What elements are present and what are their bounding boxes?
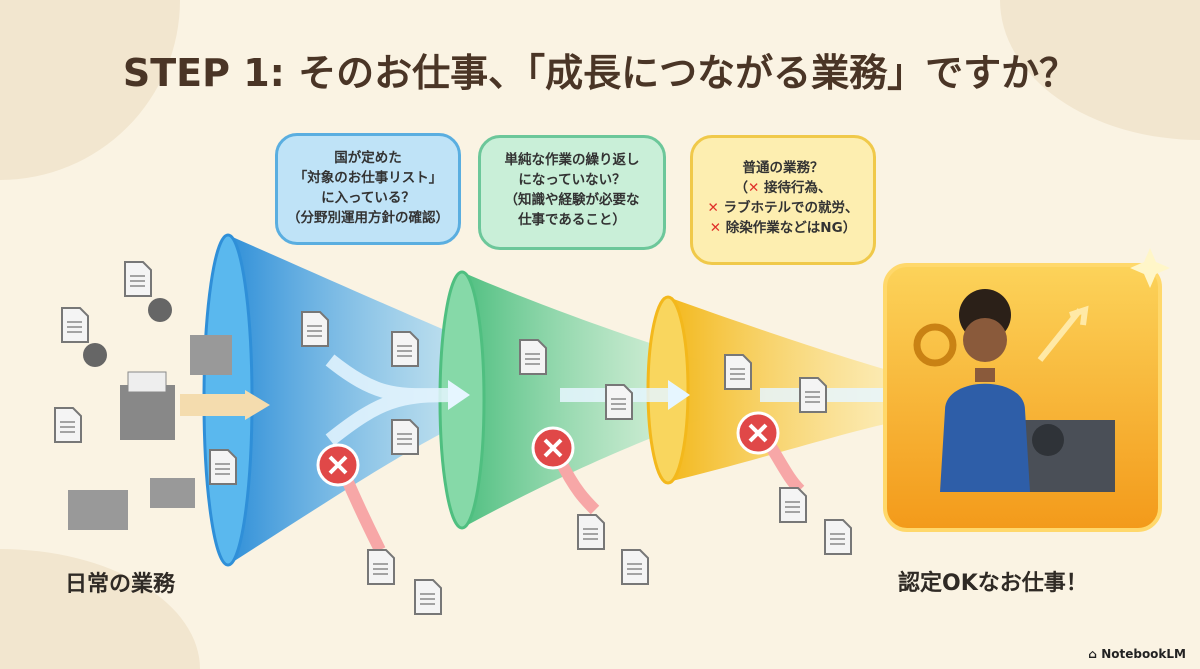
bubble-text: （分野別運用方針の確認） bbox=[287, 210, 449, 226]
output-label: 認定OKなお仕事！ bbox=[898, 571, 1088, 596]
bubble-text: 普通の業務？ bbox=[742, 160, 824, 176]
bubble-text: 「対象のお仕事リスト」 bbox=[293, 170, 443, 186]
criteria-bubble-2: 単純な作業の繰り返しになっていない？ （知識や経験が必要な仕事であること） bbox=[478, 135, 666, 250]
bubble-text: 仕事であること） bbox=[518, 212, 626, 228]
page-title: STEP 1: そのお仕事、「成長につながる業務」ですか？ bbox=[122, 51, 1078, 95]
criteria-bubble-1: 国が定めた「対象のお仕事リスト」に入っている？ （分野別運用方針の確認） bbox=[275, 133, 461, 245]
brand-text: NotebookLM bbox=[1101, 647, 1186, 661]
document-icons bbox=[54, 261, 852, 615]
bubble-text: に入っている？ bbox=[321, 190, 415, 206]
bubble-text: 単純な作業の繰り返し bbox=[504, 152, 640, 168]
input-label: 日常の業務 bbox=[65, 572, 176, 597]
approved-job-card bbox=[883, 248, 1170, 532]
criteria-bubble-3: 普通の業務？ （✕ 接待行為、 ✕ ラブホテルでの就労、 ✕ 除染作業などはNG） bbox=[690, 135, 876, 265]
reject-icons bbox=[316, 411, 780, 487]
bubble-text: になっていない？ bbox=[518, 172, 626, 188]
notebook-icon: ⌂ bbox=[1088, 647, 1102, 661]
bubble-text: ✕ 除染作業などはNG） bbox=[709, 220, 857, 236]
bubble-text: ✕ ラブホテルでの就労、 bbox=[707, 200, 859, 216]
bubble-text: （✕ 接待行為、 bbox=[734, 180, 832, 196]
brand-logo: ⌂ NotebookLM bbox=[1088, 647, 1186, 661]
bubble-text: 国が定めた bbox=[334, 150, 402, 166]
bubble-text: （知識や経験が必要な bbox=[504, 192, 640, 208]
